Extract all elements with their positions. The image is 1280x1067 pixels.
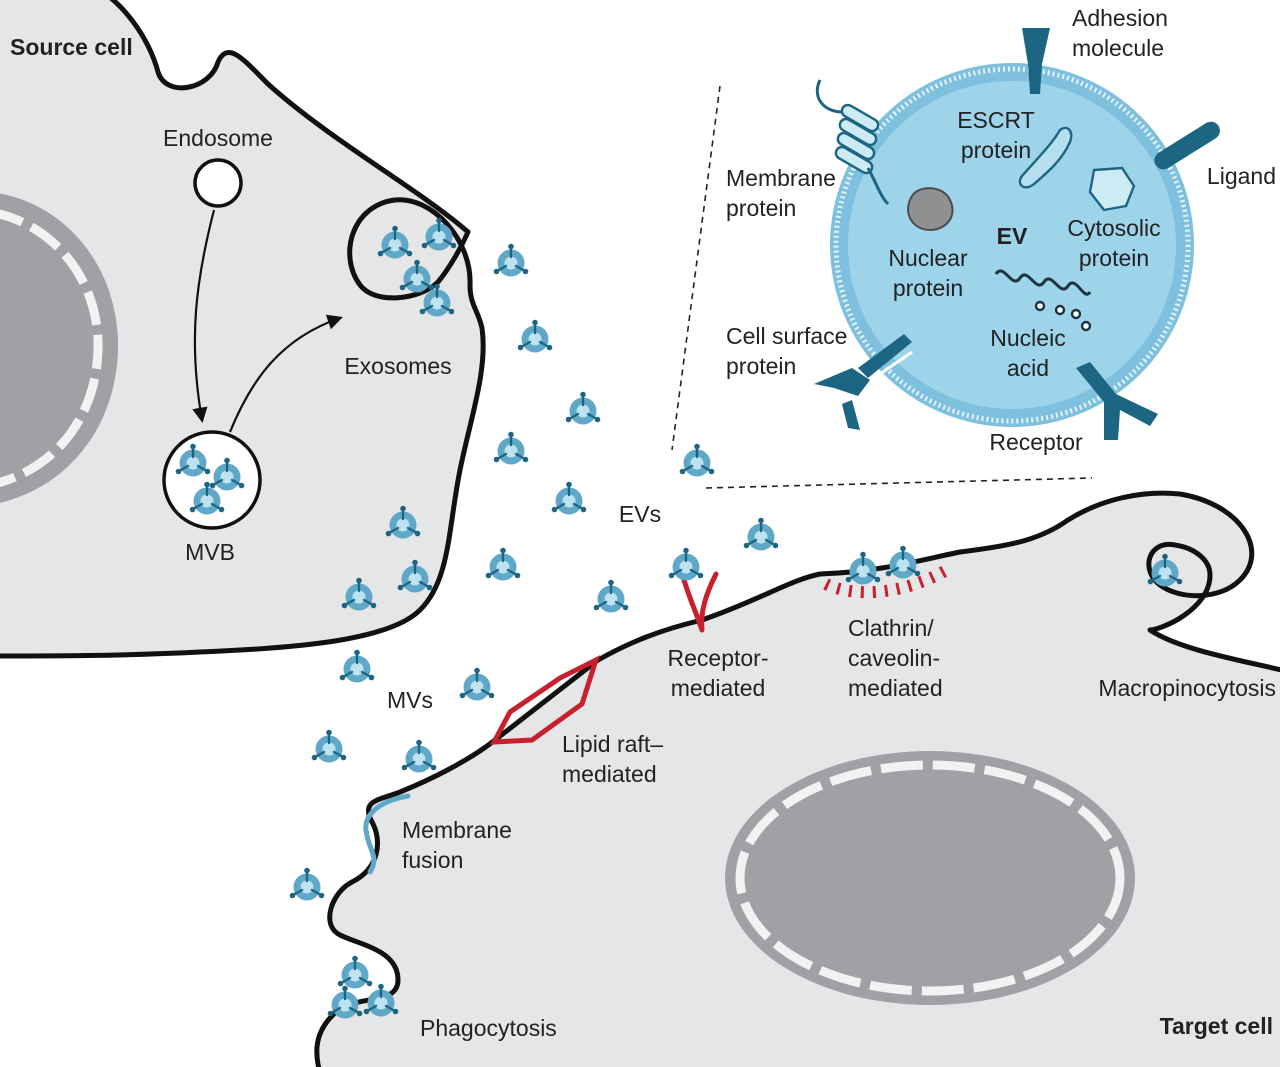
cytosolic-protein-label-1: Cytosolic <box>1067 215 1160 241</box>
source-nucleus <box>0 193 119 503</box>
ev <box>742 516 780 552</box>
escrt-protein-label-1: ESCRT <box>957 107 1035 133</box>
mvb-label: MVB <box>185 539 235 565</box>
membrane-fusion-label-2: fusion <box>402 847 463 873</box>
ev <box>678 442 716 478</box>
macropinocytosis-label: Macropinocytosis <box>1098 675 1276 701</box>
cell-surface-protein-icon <box>814 334 913 430</box>
exosomes-label: Exosomes <box>344 353 451 379</box>
adhesion-molecule-label-2: molecule <box>1072 35 1164 61</box>
receptor-mediated-site <box>681 571 719 633</box>
source-nuclear-envelope <box>0 209 103 487</box>
receptor-mediated-label-2: mediated <box>671 675 766 701</box>
phagocytosis-ev <box>326 984 364 1020</box>
adhesion-molecule-icon <box>1022 28 1050 94</box>
ev <box>516 318 554 354</box>
lipid-raft-label-1: Lipid raft– <box>562 731 663 757</box>
nucleic-acid-bases <box>1034 300 1092 332</box>
inset-zoom-lines <box>671 85 1093 489</box>
cell-surface-protein-label-1: Cell surface <box>726 323 847 349</box>
source-cell-membrane <box>0 0 486 659</box>
ev <box>310 728 348 764</box>
lipid-raft-label-2: mediated <box>562 761 657 787</box>
evs-label: EVs <box>619 501 661 527</box>
ligand-label: Ligand <box>1207 163 1276 189</box>
receptor-icon <box>1076 362 1158 440</box>
mvb-to-exosome-arrow <box>228 314 343 433</box>
receptor-label: Receptor <box>989 429 1083 455</box>
escrt-protein-label-2: protein <box>961 137 1031 163</box>
ev <box>592 578 630 614</box>
nucleic-acid-label-2: acid <box>1007 355 1049 381</box>
endosome-to-mvb-arrow <box>192 209 216 424</box>
ev <box>484 546 522 582</box>
cell-surface-protein-label-2: protein <box>726 353 796 379</box>
mvs-label: MVs <box>387 687 433 713</box>
ev <box>458 666 496 702</box>
target-nuclear-envelope <box>735 760 1125 996</box>
target-nucleus <box>725 751 1135 1005</box>
source-cell-label: Source cell <box>10 34 133 60</box>
phagocytosis-ev <box>336 954 374 990</box>
nuclear-protein-label-1: Nuclear <box>888 245 968 271</box>
ev <box>288 866 326 902</box>
clathrin-coat <box>823 562 954 599</box>
nucleic-acid-label-1: Nucleic <box>990 325 1065 351</box>
inset-ev-label: EV <box>997 223 1028 249</box>
target-cell <box>314 490 1280 1067</box>
mvb <box>162 430 262 530</box>
ev <box>492 242 530 278</box>
membrane-protein-icon <box>815 79 890 206</box>
adhesion-molecule-label-1: Adhesion <box>1072 5 1168 31</box>
clathrin-label-2: caveolin- <box>848 645 940 671</box>
nuclear-protein-icon <box>907 187 954 232</box>
ev <box>338 648 376 684</box>
escrt-protein-icon <box>1018 126 1073 189</box>
bound-ev <box>667 546 705 582</box>
inset-ev-lumen <box>848 81 1176 409</box>
ev-inset <box>671 28 1220 489</box>
cytosolic-protein-icon <box>1088 166 1136 212</box>
ev <box>564 390 602 426</box>
inset-ev-bilayer <box>833 66 1191 424</box>
target-cell-membrane <box>314 490 1280 1067</box>
clathrin-label-1: Clathrin/ <box>848 615 934 641</box>
phagocytosis-label: Phagocytosis <box>420 1015 557 1041</box>
membrane-protein-label-1: Membrane <box>726 165 836 191</box>
endosome-label: Endosome <box>163 125 273 151</box>
nuclear-protein-label-2: protein <box>893 275 963 301</box>
lipid-raft-site <box>489 655 601 745</box>
target-cell-label: Target cell <box>1160 1013 1273 1039</box>
ligand-icon <box>1154 121 1220 170</box>
ev <box>400 738 438 774</box>
ev <box>492 430 530 466</box>
ev <box>550 480 588 516</box>
clathrin-ev <box>884 544 922 580</box>
nucleic-acid-icon <box>994 269 1092 296</box>
clathrin-ev <box>844 550 882 586</box>
membrane-fusion-site <box>363 793 411 875</box>
clathrin-label-3: mediated <box>848 675 943 701</box>
cytosolic-protein-label-2: protein <box>1079 245 1149 271</box>
membrane-protein-label-2: protein <box>726 195 796 221</box>
source-cell <box>0 0 486 659</box>
receptor-mediated-label-1: Receptor- <box>668 645 769 671</box>
endosome <box>193 158 243 208</box>
membrane-fusion-label-1: Membrane <box>402 817 512 843</box>
